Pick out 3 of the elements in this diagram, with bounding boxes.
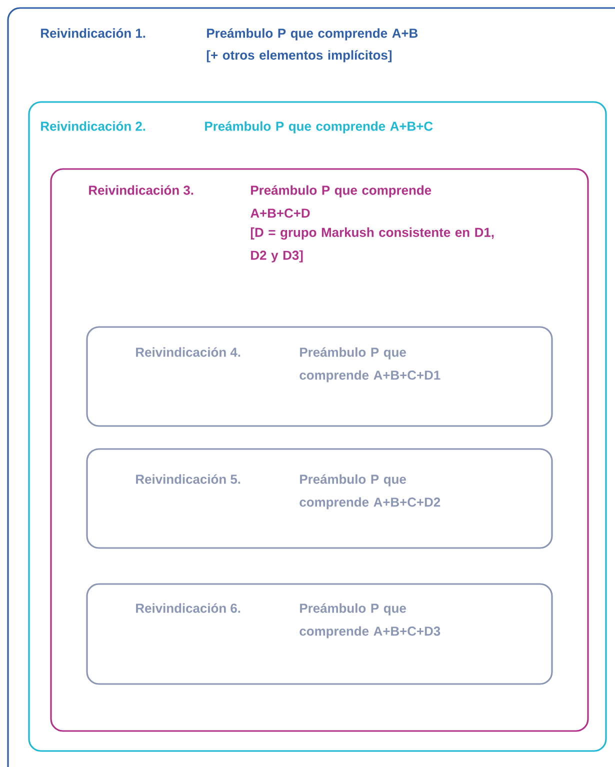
claim-box: Reivindicación 5. Preámbulo P que comprende A+B+C+D2 <box>86 448 553 549</box>
claim-box: Reivindicación 6. Preámbulo P que comprende A+B+C+D3 <box>86 583 553 685</box>
claim-box: Reivindicación 4. Preámbulo P que comprende A+B+C+D1 <box>86 326 553 427</box>
